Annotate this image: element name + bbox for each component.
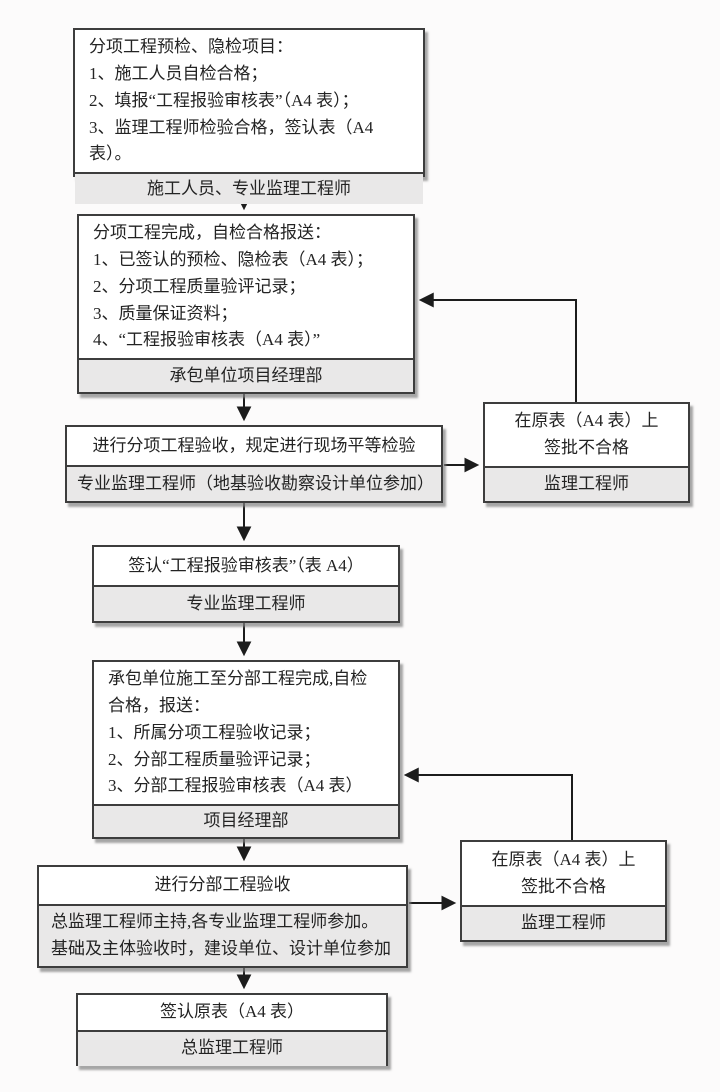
step-line: 2、填报“工程报验审核表”（A4 表）； [89, 90, 359, 110]
reject-body: 在原表（A4 表）上 签批不合格 [485, 404, 688, 466]
step-subitem-complete-report: 分项工程完成，自检合格报送： 1、已签认的预检、隐检表（A4 表）； 2、分项工… [77, 214, 415, 394]
step-line: 1、所属分项工程验收记录； [108, 722, 321, 742]
step-actor: 专业监理工程师（地基验收勘察设计单位参加） [67, 465, 441, 501]
step-body: 签认“工程报验审核表”（表 A4） [94, 547, 398, 585]
step-line: 进行分项工程验收，规定进行现场平等检验 [92, 435, 416, 455]
step-line: 承包单位施工至分部工程完成,自检合格，报送： [108, 669, 368, 715]
reject-line: 在原表（A4 表）上 [514, 411, 659, 431]
reject-line: 签批不合格 [544, 438, 629, 458]
step-subdivision-acceptance: 进行分部工程验收 总监理工程师主持,各专业监理工程师参加。基础及主体验收时，建设… [37, 865, 408, 968]
step-line: 分项工程完成，自检合格报送： [93, 223, 331, 242]
step-body: 承包单位施工至分部工程完成,自检合格，报送： 1、所属分项工程验收记录； 2、分… [94, 662, 398, 804]
step-line: 3、分部工程报验审核表（A4 表） [108, 776, 363, 796]
reject-line: 签批不合格 [521, 876, 606, 896]
step-actor: 项目经理部 [94, 804, 398, 837]
step-actor: 承包单位项目经理部 [79, 358, 413, 392]
step-actor: 总监理工程师主持,各专业监理工程师参加。基础及主体验收时，建设单位、设计单位参加 [39, 904, 406, 966]
reject-box-subdivision: 在原表（A4 表）上 签批不合格 监理工程师 [460, 840, 667, 942]
step-line: 签认“工程报验审核表”（表 A4） [128, 555, 364, 575]
arrow-reject1-step2 [418, 292, 577, 402]
step-line: 4、“工程报验审核表（A4 表）” [93, 330, 321, 350]
step-line: 3、监理工程师检验合格，签认表（A4 表）。 [89, 117, 374, 164]
step-line: 1、已签认的预检、隐检表（A4 表）； [93, 249, 374, 269]
reject-actor: 监理工程师 [485, 466, 688, 501]
step-body: 进行分部工程验收 [39, 867, 406, 904]
step-sign-original-form: 签认原表（A4 表） 总监理工程师 [76, 993, 388, 1066]
step-subdivision-complete-report: 承包单位施工至分部工程完成,自检合格，报送： 1、所属分项工程验收记录； 2、分… [92, 660, 400, 839]
step-actor: 施工人员、专业监理工程师 [75, 172, 423, 205]
step-actor: 总监理工程师 [78, 1029, 386, 1066]
step-line: 2、分项工程质量验评记录； [93, 276, 306, 296]
arrow-reject2-step5 [403, 767, 573, 840]
reject-box-subitem: 在原表（A4 表）上 签批不合格 监理工程师 [483, 402, 690, 503]
step-subitem-acceptance: 进行分项工程验收，规定进行现场平等检验 专业监理工程师（地基验收勘察设计单位参加… [65, 425, 443, 503]
step-line: 1、施工人员自检合格； [89, 63, 268, 83]
step-actor: 专业监理工程师 [94, 585, 398, 621]
step-sign-review-form: 签认“工程报验审核表”（表 A4） 专业监理工程师 [92, 545, 400, 623]
step-body: 分项工程完成，自检合格报送： 1、已签认的预检、隐检表（A4 表）； 2、分项工… [79, 216, 413, 358]
reject-line: 在原表（A4 表）上 [491, 849, 636, 869]
step-line: 分项工程预检、隐检项目： [89, 37, 293, 56]
step-body: 进行分项工程验收，规定进行现场平等检验 [67, 427, 441, 465]
step-subitem-pre-inspection: 分项工程预检、隐检项目： 1、施工人员自检合格； 2、填报“工程报验审核表”（A… [73, 28, 425, 205]
step-line: 2、分部工程质量验评记录； [108, 749, 321, 769]
step-body: 签认原表（A4 表） [78, 995, 386, 1030]
step-line: 进行分部工程验收 [154, 875, 291, 895]
reject-actor: 监理工程师 [462, 905, 665, 940]
step-body: 分项工程预检、隐检项目： 1、施工人员自检合格； 2、填报“工程报验审核表”（A… [75, 30, 423, 172]
step-line: 3、质量保证资料； [93, 303, 238, 323]
step-line: 签认原表（A4 表） [159, 1002, 305, 1021]
reject-body: 在原表（A4 表）上 签批不合格 [462, 842, 665, 905]
